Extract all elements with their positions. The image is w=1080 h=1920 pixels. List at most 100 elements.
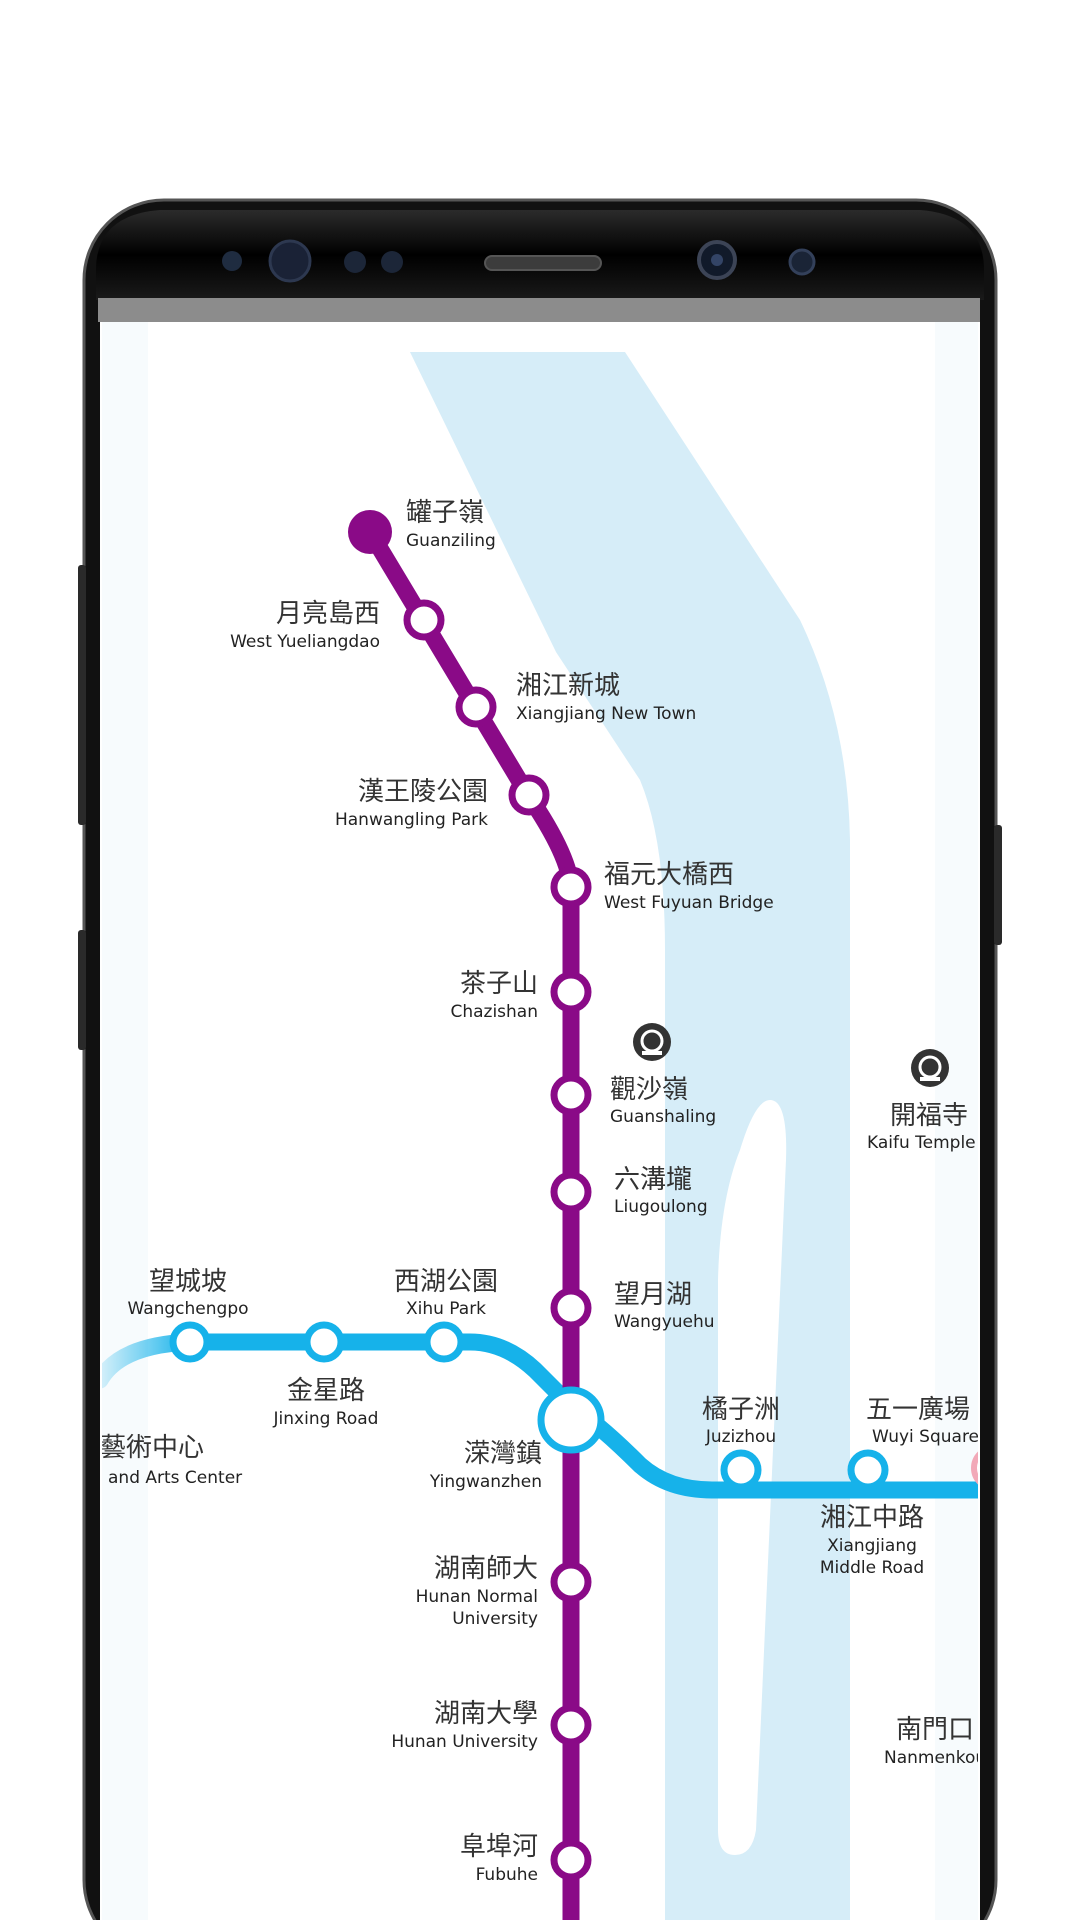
station-marker-guanziling[interactable] [348,510,392,554]
station-kaifu-temple[interactable]: 開福寺 Kaifu Temple [867,1101,976,1153]
earpiece-speaker [484,255,602,271]
station-west-yueliangdao[interactable]: 月亮島西 West Yueliangdao [230,599,380,652]
station-name-cn: 阜埠河 [460,1832,538,1862]
station-name-cn: 湘江新城 [516,671,620,701]
station-name-en: Juzizhou [705,1427,776,1447]
station-name-cn: 湖南師大 [434,1554,538,1584]
station-name-en: Nanmenkou [884,1748,986,1768]
station-hunan-normal-university[interactable]: 湖南師大 Hunan Normal University [416,1554,538,1629]
station-marker-xiangjiang-new-town[interactable] [455,686,497,728]
station-marker-fubuhe[interactable] [550,1839,592,1881]
station-marker-hanwangling-park[interactable] [508,774,550,816]
station-yingwanzhen[interactable]: 溁灣鎮 Yingwanzhen [429,1439,542,1492]
metro-map-view[interactable]: 罐子嶺 Guanziling 月亮島西 West Yueliangdao 湘江新… [100,322,1014,1920]
station-name-cn: 湖南大學 [434,1699,538,1729]
station-name-en-line-2: University [452,1609,538,1629]
station-name-cn: 漢王陵公園 [358,777,488,807]
station-marker-guanshaling[interactable] [550,1074,592,1116]
status-bar-strip [98,298,980,322]
station-name-cn: 茶子山 [460,969,538,999]
station-marker-liugoulong[interactable] [550,1171,592,1213]
station-name-cn: 望城坡 [149,1267,227,1297]
station-xiangjiang-middle-road[interactable]: 湘江中路 Xiangjiang Middle Road [820,1503,924,1578]
station-arts-center[interactable]: 藝術中心 and Arts Center [100,1433,242,1488]
station-marker-jinxing-road[interactable] [303,1321,345,1363]
line-2-next-station-edge [971,1451,978,1485]
station-liugoulong[interactable]: 六溝壠 Liugoulong [614,1165,708,1217]
station-name-cn: 罐子嶺 [406,498,484,528]
station-wangchengpo[interactable]: 望城坡 Wangchengpo [127,1267,248,1319]
station-west-fuyuan-bridge[interactable]: 福元大橋西 West Fuyuan Bridge [604,860,774,913]
station-name-en: Kaifu Temple [867,1133,976,1153]
station-marker-xihu-park[interactable] [423,1321,465,1363]
station-guanshaling[interactable]: 觀沙嶺 Guanshaling [610,1075,716,1127]
station-name-en: and Arts Center [108,1468,242,1488]
station-name-en: Fubuhe [476,1865,538,1885]
station-xihu-park[interactable]: 西湖公園 Xihu Park [394,1267,498,1319]
map-side-margin-right [935,322,978,1920]
front-camera-lens-icon [711,254,723,266]
station-hunan-university[interactable]: 湖南大學 Hunan University [391,1699,538,1752]
station-name-cn: 金星路 [287,1376,365,1406]
station-marker-yingwanzhen-interchange[interactable] [537,1386,605,1454]
station-marker-juzizhou[interactable] [720,1449,762,1491]
station-name-en: Hunan University [391,1732,538,1752]
station-labels: 罐子嶺 Guanziling 月亮島西 West Yueliangdao 湘江新… [100,498,986,1885]
station-name-cn: 開福寺 [890,1101,968,1131]
station-hanwangling-park[interactable]: 漢王陵公園 Hanwangling Park [335,777,488,830]
station-chazishan[interactable]: 茶子山 Chazishan [450,969,538,1022]
station-juzizhou[interactable]: 橘子洲 Juzizhou [702,1395,780,1447]
railway-station-icon [633,1023,671,1061]
station-name-cn: 觀沙嶺 [610,1075,688,1105]
station-wangyuehu[interactable]: 望月湖 Wangyuehu [614,1280,715,1332]
station-name-en: Liugoulong [614,1197,708,1217]
station-name-cn: 月亮島西 [276,599,380,629]
station-name-en: Wangchengpo [127,1299,248,1319]
phone-side-button-right [994,825,1002,945]
station-nanmenkou[interactable]: 南門口 Nanmenkou [884,1715,986,1768]
station-fubuhe[interactable]: 阜埠河 Fubuhe [460,1832,538,1885]
station-name-en: West Yueliangdao [230,632,380,652]
station-name-cn: 藝術中心 [100,1433,204,1463]
station-marker-west-fuyuan-bridge[interactable] [550,866,592,908]
station-name-en-line-1: Xiangjiang [827,1536,917,1556]
station-name-cn: 福元大橋西 [604,860,734,890]
station-wuyi-square[interactable]: 五一廣場 Wuyi Square [866,1395,979,1447]
station-name-cn: 溁灣鎮 [464,1439,542,1469]
station-name-cn: 南門口 [896,1715,974,1745]
station-jinxing-road[interactable]: 金星路 Jinxing Road [273,1376,379,1429]
station-marker-wangyuehu[interactable] [550,1287,592,1329]
station-marker-west-yueliangdao[interactable] [403,599,445,641]
station-name-en: Wangyuehu [614,1312,715,1332]
station-name-en: Chazishan [450,1002,538,1022]
phone-side-button-left-1 [78,565,86,825]
station-marker-wangchengpo[interactable] [169,1321,211,1363]
station-name-en-line-2: Middle Road [820,1558,924,1578]
station-name-en: Jinxing Road [273,1409,379,1429]
station-name-cn: 西湖公園 [394,1267,498,1297]
station-marker-chazishan[interactable] [550,971,592,1013]
station-name-en: Yingwanzhen [429,1472,542,1492]
station-name-en: Wuyi Square [872,1427,979,1447]
proximity-sensor-icon [344,251,366,273]
station-marker-hunan-university[interactable] [550,1704,592,1746]
station-xiangjiang-new-town[interactable]: 湘江新城 Xiangjiang New Town [516,671,696,724]
front-sensor-icon [268,239,312,283]
phone-side-button-left-2 [78,930,86,1050]
railway-station-icon [911,1049,949,1087]
station-guanziling[interactable]: 罐子嶺 Guanziling [406,498,496,551]
station-name-cn: 湘江中路 [820,1503,924,1533]
station-name-en-line-1: Hunan Normal [416,1587,538,1607]
station-marker-hunan-normal-university[interactable] [550,1561,592,1603]
station-name-en: Guanziling [406,531,496,551]
station-name-cn: 望月湖 [614,1280,692,1310]
line-2-stations [169,1321,889,1491]
station-name-en: West Fuyuan Bridge [604,893,774,913]
station-marker-xiangjiang-middle-road[interactable] [847,1449,889,1491]
flash-sensor-icon [788,248,816,276]
station-name-en: Guanshaling [610,1107,716,1127]
station-name-cn: 五一廣場 [866,1395,970,1425]
map-side-margin-left [102,322,148,1920]
station-name-en: Hanwangling Park [335,810,488,830]
